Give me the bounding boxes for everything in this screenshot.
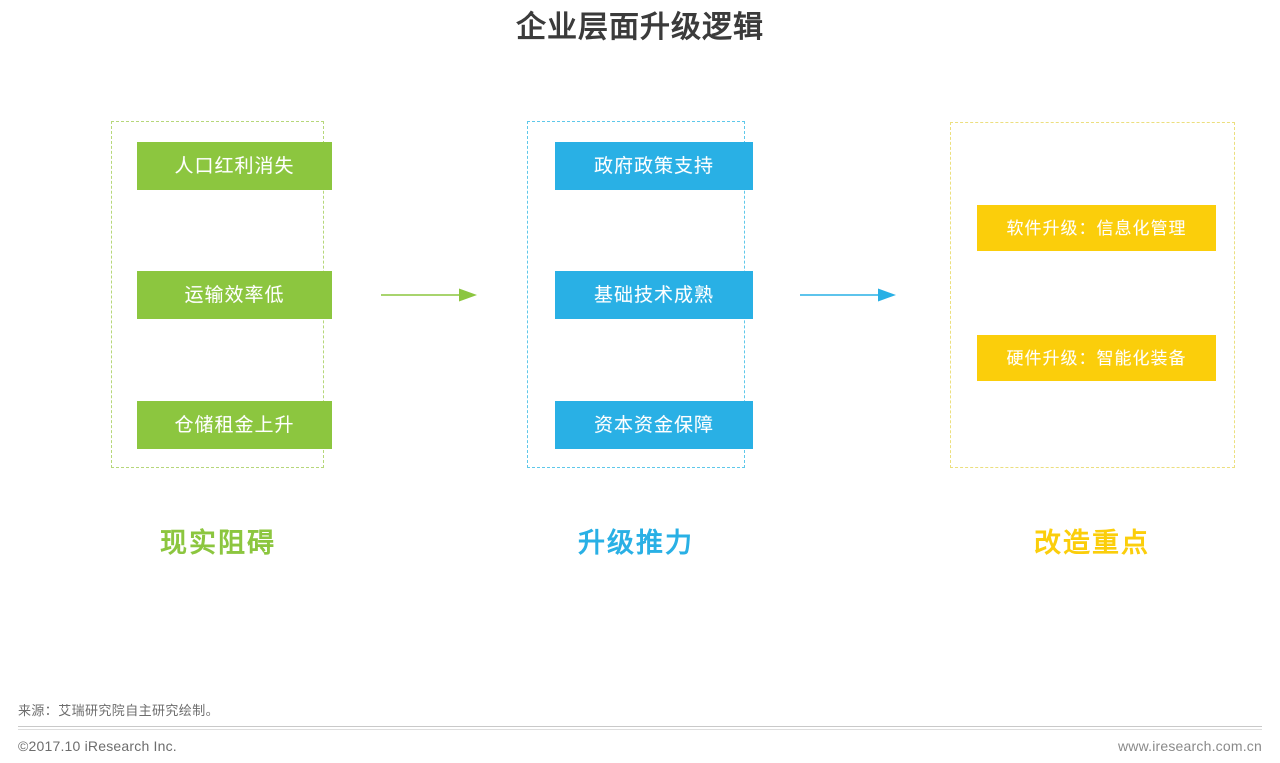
list-item[interactable]: 仓储租金上升 — [137, 401, 332, 449]
list-item[interactable]: 资本资金保障 — [555, 401, 753, 449]
column-item-list: 政府政策支持 基础技术成熟 资本资金保障 — [527, 121, 753, 468]
list-item[interactable]: 硬件升级：智能化装备 — [977, 335, 1216, 381]
column-obstacles: 人口红利消失 运输效率低 仓储租金上升 — [111, 121, 332, 468]
arrow-right-green-icon — [381, 285, 478, 305]
list-item[interactable]: 政府政策支持 — [555, 142, 753, 190]
list-item[interactable]: 运输效率低 — [137, 271, 332, 319]
arrow-right-blue-icon — [800, 285, 897, 305]
footer-divider — [18, 726, 1262, 727]
column-caption-drivers: 升级推力 — [578, 528, 694, 558]
footer-divider-secondary — [18, 729, 1262, 730]
column-dashed-frame — [950, 122, 1235, 468]
website-url: www.iresearch.com.cn — [1117, 738, 1262, 754]
column-item-list: 软件升级：信息化管理 硬件升级：智能化装备 — [950, 122, 1235, 468]
column-item-list: 人口红利消失 运输效率低 仓储租金上升 — [111, 121, 332, 468]
column-caption-obstacles: 现实阻碍 — [160, 528, 276, 558]
copyright-text: ©2017.10 iResearch Inc. — [18, 738, 177, 754]
column-focus-areas: 软件升级：信息化管理 硬件升级：智能化装备 — [950, 122, 1235, 468]
column-drivers: 政府政策支持 基础技术成熟 资本资金保障 — [527, 121, 753, 468]
page-title: 企业层面升级逻辑 — [516, 11, 764, 44]
column-caption-focus-areas: 改造重点 — [1034, 528, 1150, 558]
source-note: 来源：艾瑞研究院自主研究绘制。 — [18, 703, 220, 718]
list-item[interactable]: 基础技术成熟 — [555, 271, 753, 319]
list-item[interactable]: 软件升级：信息化管理 — [977, 205, 1216, 251]
list-item[interactable]: 人口红利消失 — [137, 142, 332, 190]
